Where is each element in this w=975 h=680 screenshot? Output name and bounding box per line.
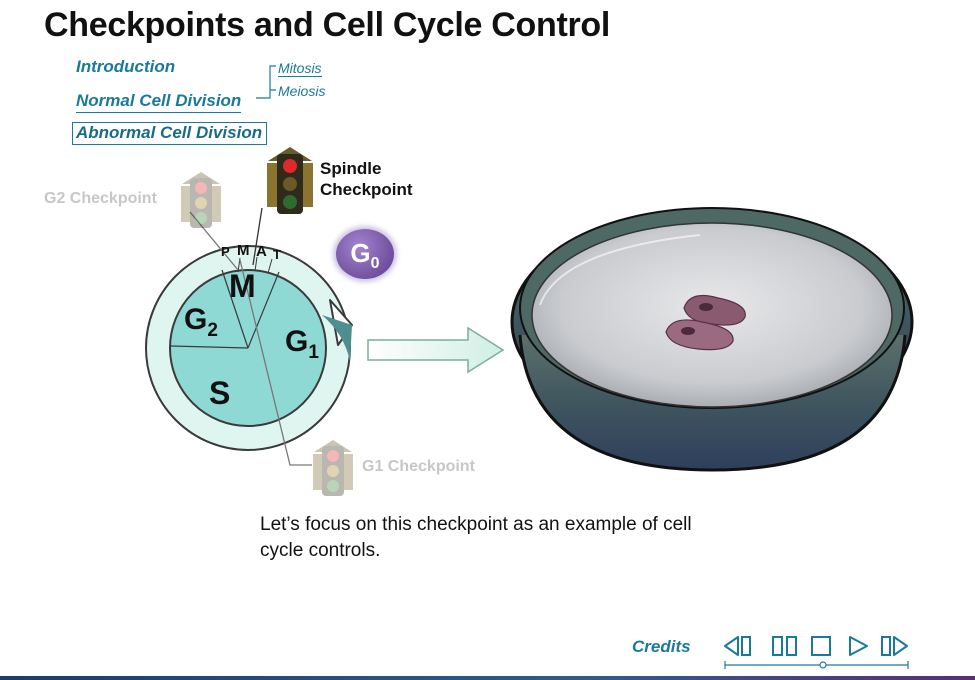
pmat-t: T <box>273 247 281 262</box>
stop-icon[interactable] <box>809 634 835 658</box>
nav-abnormal-cell-division[interactable]: Abnormal Cell Division <box>72 122 268 145</box>
g0-badge: G0 <box>336 229 394 279</box>
phase-g1-label: G1 <box>285 325 319 363</box>
spindle-checkpoint-label: Spindle Checkpoint <box>320 158 413 200</box>
g2-traffic-light-icon <box>181 172 221 228</box>
nav-bracket <box>256 65 276 99</box>
pmat-a: A <box>256 243 267 260</box>
phase-g2-label: G2 <box>184 303 218 341</box>
next-icon[interactable] <box>879 634 911 658</box>
cell-cycle-diagram <box>145 207 914 472</box>
cycle-to-dish-arrow <box>367 326 505 374</box>
g1-checkpoint-label: G1 Checkpoint <box>362 458 475 475</box>
phase-m-label: M <box>229 268 256 304</box>
caption-text: Let’s focus on this checkpoint as an exa… <box>260 514 692 561</box>
page-title: Checkpoints and Cell Cycle Control <box>44 6 611 44</box>
cell-cycle-ring <box>145 207 353 466</box>
spindle-label-line2: Checkpoint <box>320 180 413 199</box>
pmat-m: M <box>237 242 250 259</box>
progress-handle <box>819 661 827 669</box>
spindle-traffic-light-icon <box>267 147 313 214</box>
g1-traffic-light-icon <box>313 440 353 496</box>
pause-icon[interactable] <box>770 634 800 658</box>
g2-checkpoint-label: G2 Checkpoint <box>44 190 157 207</box>
phase-s-label: S <box>209 375 231 411</box>
progress-scrubber[interactable] <box>722 659 912 671</box>
nav-normal-cell-division[interactable]: Normal Cell Division <box>76 91 242 113</box>
bottom-bar <box>0 676 975 680</box>
spindle-label-line1: Spindle <box>320 159 382 178</box>
nav-mitosis[interactable]: Mitosis <box>278 60 322 77</box>
play-icon[interactable] <box>846 634 872 658</box>
pmat-p: P <box>221 244 230 259</box>
nav-introduction[interactable]: Introduction <box>76 57 176 76</box>
cells <box>665 295 746 351</box>
nav-meiosis[interactable]: Meiosis <box>278 83 326 99</box>
previous-icon[interactable] <box>722 634 754 658</box>
credits-link[interactable]: Credits <box>632 637 691 656</box>
petri-dish <box>510 207 914 472</box>
